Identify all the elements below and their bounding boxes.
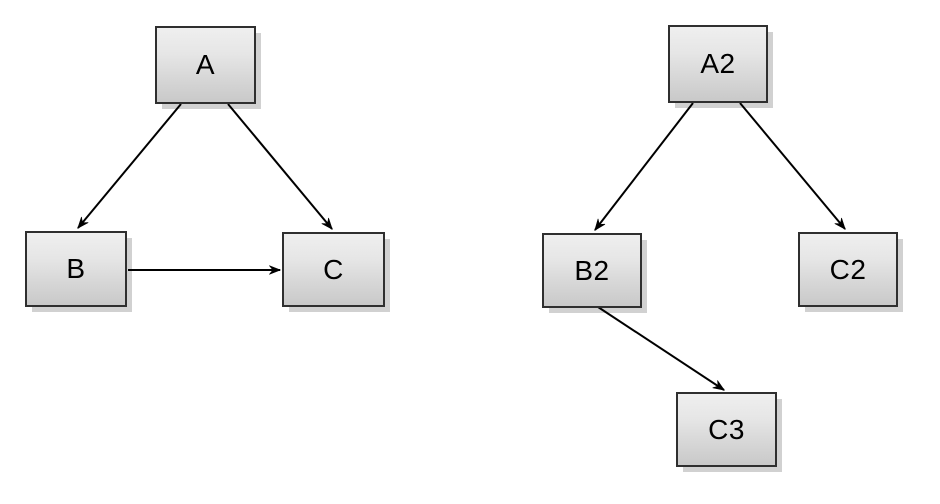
edge-a-to-b xyxy=(77,103,182,229)
edge-a2-to-b2 xyxy=(594,102,694,231)
edges-group xyxy=(77,102,846,391)
node-c[interactable]: C xyxy=(282,232,385,307)
node-b2[interactable]: B2 xyxy=(542,233,642,308)
node-label: B2 xyxy=(574,254,610,286)
node-b[interactable]: B xyxy=(25,231,127,307)
node-label: C2 xyxy=(829,253,867,285)
node-c3[interactable]: C3 xyxy=(676,392,777,467)
node-label: C3 xyxy=(708,413,745,445)
edge-b2-to-c3 xyxy=(594,304,726,391)
node-label: A2 xyxy=(700,48,736,79)
node-label: A xyxy=(195,49,216,80)
node-label: C xyxy=(323,253,344,285)
edge-a2-to-c2 xyxy=(739,102,846,230)
edge-a-to-c xyxy=(227,103,333,230)
node-label: B xyxy=(66,253,86,284)
node-c2[interactable]: C2 xyxy=(798,232,898,307)
node-a2[interactable]: A2 xyxy=(668,25,768,103)
node-a[interactable]: A xyxy=(155,26,256,104)
